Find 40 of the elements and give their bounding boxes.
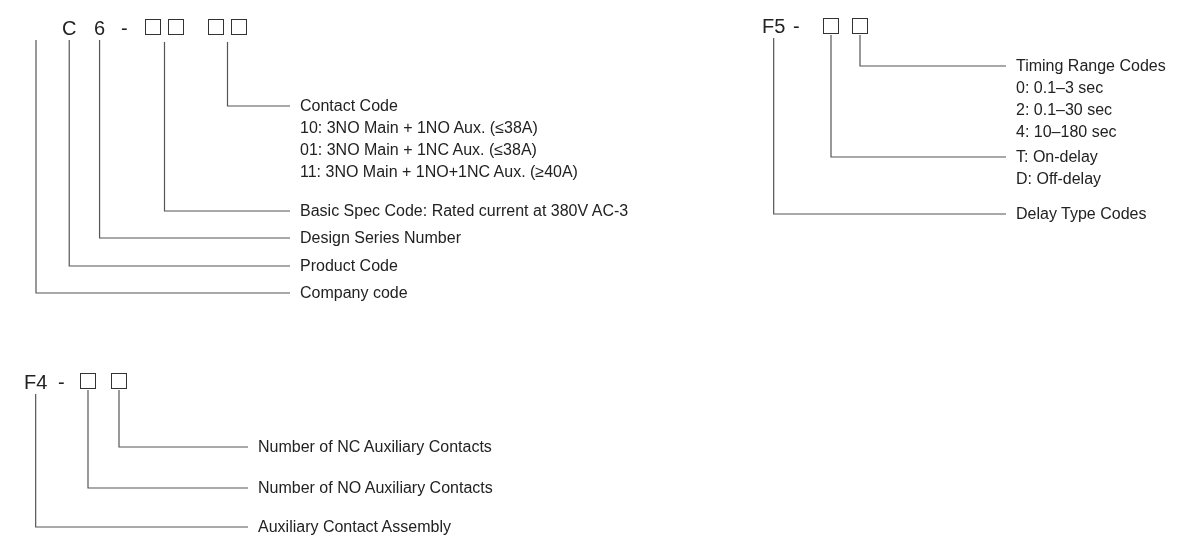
leader-line <box>118 389 249 448</box>
separator-dash: - <box>793 15 800 37</box>
code-description: Number of NC Auxiliary Contacts <box>248 436 492 458</box>
code-description: Company code <box>290 282 408 304</box>
code-description: Auxiliary Contact Assembly <box>248 516 451 538</box>
blank-code-box <box>852 18 868 34</box>
code-description: Number of NO Auxiliary Contacts <box>248 477 493 499</box>
code-option: 2: 0.1–30 sec <box>1016 99 1166 121</box>
leader-line <box>35 393 249 528</box>
blank-code-box <box>111 373 127 389</box>
code-option: 01: 3NO Main + 1NC Aux. (≤38A) <box>300 139 578 161</box>
code-description: Basic Spec Code: Rated current at 380V AC-3 <box>290 200 629 222</box>
code-option: 10: 3NO Main + 1NO Aux. (≤38A) <box>300 117 578 139</box>
code-description: Product Code <box>290 255 398 277</box>
code-option: T: On-delay <box>1016 146 1102 168</box>
code-heading: Timing Range Codes <box>1016 56 1166 76</box>
blank-code-box <box>80 373 96 389</box>
leader-line <box>859 34 1007 67</box>
code-option: 11: 3NO Main + 1NO+1NC Aux. (≥40A) <box>300 161 578 183</box>
code-heading: Contact Code <box>300 96 399 116</box>
separator-dash: - <box>58 371 65 393</box>
code-description: Delay Type Codes <box>1006 203 1147 225</box>
leader-line <box>773 37 1007 215</box>
model-code-character: C <box>62 17 77 39</box>
leader-line <box>87 389 249 489</box>
leader-line <box>226 41 291 107</box>
model-code-character: F4 <box>24 371 48 393</box>
code-option: 0: 0.1–3 sec <box>1016 77 1166 99</box>
separator-dash: - <box>121 17 128 39</box>
model-code-character: 6 <box>94 17 106 39</box>
model-code-character: F5 <box>762 15 786 37</box>
code-option: D: Off-delay <box>1016 168 1102 190</box>
blank-code-box <box>823 18 839 34</box>
code-description: Design Series Number <box>290 227 461 249</box>
leader-line <box>68 39 291 267</box>
leader-line <box>35 39 291 294</box>
leader-line <box>163 41 291 212</box>
leader-line <box>830 34 1007 158</box>
leader-line <box>98 39 291 239</box>
code-option: 4: 10–180 sec <box>1016 121 1166 143</box>
